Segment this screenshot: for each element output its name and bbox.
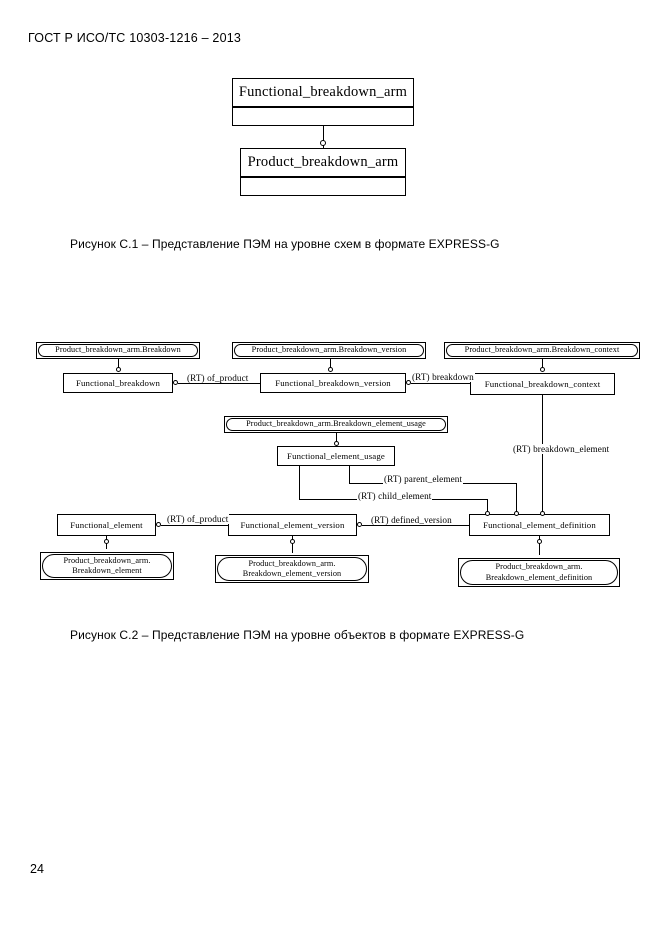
reldot-of-product-bottom [156,522,161,527]
reference-frame-breakdown-element-usage: Product_breakdown_arm.Breakdown_element_… [224,416,448,433]
reference-box-line2: Breakdown_element [72,566,142,575]
link-ref-breakdown [118,359,119,370]
label-defined-version: (RT) defined_version [370,515,453,525]
reference-box-line1: Product_breakdown_arm.Breakdown_element_… [246,419,426,429]
reference-box-line1: Product_breakdown_arm. [495,562,583,572]
entity-functional-element-version: Functional_element_version [228,514,357,536]
reference-frame-breakdown-element-version: Product_breakdown_arm. Breakdown_element… [215,555,369,583]
link-circle-element-version-ref [290,539,295,544]
link-circle-ref-element-usage [334,441,339,446]
reldot-breakdown [406,380,411,385]
figure-c1: Functional_breakdown_arm Product_breakdo… [0,0,661,230]
label-child-element: (RT) child_element [357,491,433,501]
page-header: ГОСТ Р ИСО/ТС 10303-1216 – 2013 [28,31,242,45]
link-circle-element-ref [104,539,109,544]
c1-connector-line [323,126,324,148]
reference-box-line2: Breakdown_element_definition [485,572,593,582]
link-ref-breakdown-context [542,359,543,370]
link-ref-breakdown-element-usage [336,433,337,444]
reference-frame-breakdown: Product_breakdown_arm.Breakdown [36,342,200,359]
link-child-element-v1 [299,466,300,499]
link-circle-ref-breakdown [116,367,121,372]
reference-box-breakdown-element-definition: Product_breakdown_arm. Breakdown_element… [460,560,618,585]
entity-functional-element-usage: Functional_element_usage [277,446,395,466]
schema-box-title: Functional_breakdown_arm [233,79,413,108]
reldot-parent-element-end [514,511,519,516]
link-breakdown-element [542,395,543,520]
label-parent-element: (RT) parent_element [383,474,464,484]
reference-box-breakdown-element: Product_breakdown_arm. Breakdown_element [42,554,172,578]
reference-box-line1: Product_breakdown_arm.Breakdown_version [251,345,407,355]
schema-box-product-breakdown-arm: Product_breakdown_arm [240,148,406,196]
link-child-element-v2 [487,499,488,520]
link-of-product-bottom [161,525,228,526]
reference-frame-breakdown-context: Product_breakdown_arm.Breakdown_context [444,342,640,359]
entity-functional-breakdown: Functional_breakdown [63,373,173,393]
reference-box-line2: Breakdown_element_version [242,569,342,578]
reference-box-breakdown-version: Product_breakdown_arm.Breakdown_version [234,344,424,357]
link-element-version-to-ref [292,536,293,553]
link-circle-ref-breakdown-context [540,367,545,372]
reference-box-line1: Product_breakdown_arm. [248,558,336,568]
link-defined-version [362,525,469,526]
reldot-defined-version [357,522,362,527]
reference-box-line1: Product_breakdown_arm.Breakdown_context [464,345,620,355]
link-breakdown [411,383,470,384]
entity-functional-breakdown-context: Functional_breakdown_context [470,373,615,395]
label-breakdown-element: (RT) breakdown_element [512,444,611,454]
entity-functional-breakdown-version: Functional_breakdown_version [260,373,406,393]
reference-box-breakdown-element-usage: Product_breakdown_arm.Breakdown_element_… [226,418,446,431]
link-parent-element-v1 [349,466,350,483]
reference-box-line1: Product_breakdown_arm.Breakdown [55,345,181,355]
reldot-of-product-top [173,380,178,385]
schema-box-title: Product_breakdown_arm [241,149,405,178]
figure-c2: Product_breakdown_arm.Breakdown Product_… [36,342,640,587]
reference-frame-breakdown-element: Product_breakdown_arm. Breakdown_element [40,552,174,580]
link-circle-ref-breakdown-version [328,367,333,372]
label-breakdown: (RT) breakdown [411,372,475,382]
page-number: 24 [30,862,44,876]
reference-box-line1: Product_breakdown_arm. [63,555,151,565]
link-circle-element-definition-ref [537,539,542,544]
reldot-child-element-end [485,511,490,516]
label-of-product-bottom: (RT) of_product [166,514,230,524]
label-of-product-top: (RT) of_product [186,373,250,383]
reldot-breakdown-element-end [540,511,545,516]
figure-c2-caption: Рисунок С.2 – Представление ПЭМ на уровн… [70,628,525,642]
entity-functional-element: Functional_element [57,514,156,536]
link-ref-breakdown-version [330,359,331,370]
reference-frame-breakdown-element-definition: Product_breakdown_arm. Breakdown_element… [458,558,620,587]
reference-box-breakdown: Product_breakdown_arm.Breakdown [38,344,198,357]
link-element-definition-to-ref [539,536,540,555]
reference-box-breakdown-element-version: Product_breakdown_arm. Breakdown_element… [217,557,367,581]
reference-box-breakdown-context: Product_breakdown_arm.Breakdown_context [446,344,638,357]
figure-c1-caption: Рисунок С.1 – Представление ПЭМ на уровн… [70,237,500,251]
schema-box-functional-breakdown-arm: Functional_breakdown_arm [232,78,414,126]
link-of-product-top [178,383,260,384]
c1-connector-circle [320,140,326,146]
link-parent-element-v2 [516,483,517,520]
entity-functional-element-definition: Functional_element_definition [469,514,610,536]
reference-frame-breakdown-version: Product_breakdown_arm.Breakdown_version [232,342,426,359]
